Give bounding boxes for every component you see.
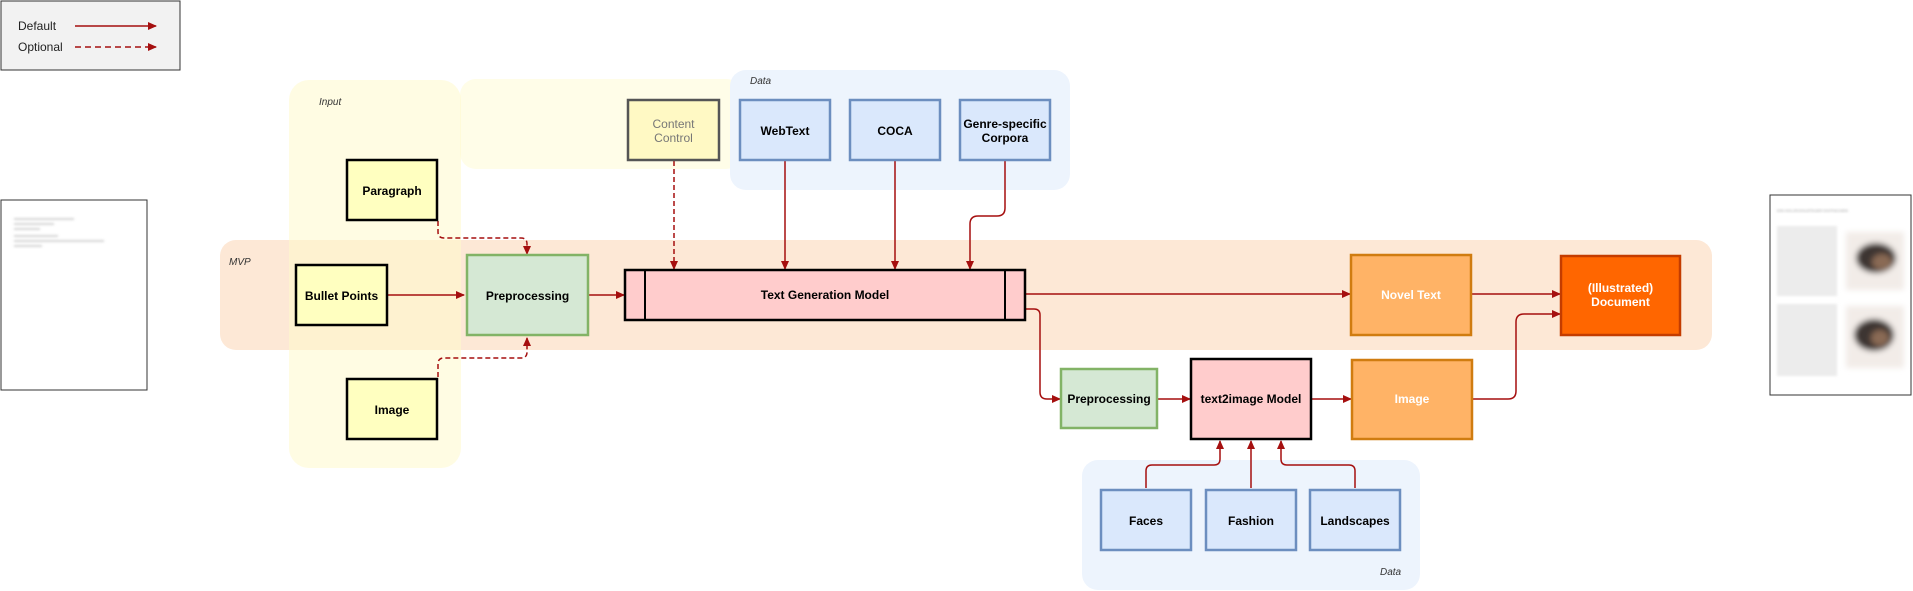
- edge-image-to-document: [1473, 310, 1561, 400]
- node-content-control-label-2: Control: [654, 131, 693, 145]
- edge-landscapes-to-t2i: [1277, 440, 1356, 488]
- node-coca-label: COCA: [877, 124, 913, 138]
- node-coca[interactable]: COCA: [848, 98, 942, 162]
- node-text2image-model[interactable]: text2image Model: [1189, 357, 1313, 441]
- node-landscapes[interactable]: Landscapes: [1308, 488, 1402, 552]
- input-document-page: [0, 199, 148, 391]
- output-document-thumbnail: EIN HOLZKOHLEFEUER ENTFACHEN: [1769, 194, 1912, 396]
- node-image-output-label: Image: [1395, 392, 1430, 406]
- node-preprocessing-main-label: Preprocessing: [486, 289, 569, 303]
- node-image-input[interactable]: Image: [345, 377, 439, 441]
- edge-genre-to-tgm: [966, 161, 1006, 270]
- node-webtext[interactable]: WebText: [738, 98, 832, 162]
- node-faces-label: Faces: [1129, 514, 1163, 528]
- mvp-region-label: MVP: [229, 257, 251, 268]
- node-bullet-points-label: Bullet Points: [305, 289, 379, 303]
- node-genre-corpora-label-2: Corpora: [982, 131, 1029, 145]
- node-fashion-label: Fashion: [1228, 514, 1274, 528]
- node-illustrated-document-label-1: (Illustrated): [1588, 281, 1653, 295]
- legend-default-label: Default: [18, 19, 57, 33]
- node-content-control-label-1: Content: [652, 117, 695, 131]
- node-landscapes-label: Landscapes: [1320, 514, 1390, 528]
- output-document-image-2: [1846, 306, 1904, 368]
- edges: [388, 161, 1561, 488]
- node-text2image-model-label: text2image Model: [1201, 392, 1302, 406]
- node-image-input-label: Image: [375, 403, 410, 417]
- node-preprocessing-image[interactable]: Preprocessing: [1059, 367, 1159, 430]
- output-document-text-block-1: [1777, 226, 1837, 296]
- legend: Default Optional: [0, 0, 181, 71]
- edge-image-to-preprocessing: [437, 337, 531, 377]
- node-illustrated-document[interactable]: (Illustrated) Document: [1559, 254, 1682, 337]
- output-document-text-block-2: [1777, 304, 1837, 376]
- edge-paragraph-to-preprocessing: [437, 221, 531, 255]
- node-image-output[interactable]: Image: [1350, 358, 1474, 441]
- input-region-label: Input: [319, 97, 342, 108]
- output-document-image-1: [1846, 232, 1904, 290]
- output-document-title: EIN HOLZKOHLEFEUER ENTFACHEN: [1777, 208, 1848, 213]
- edge-faces-to-t2i: [1145, 440, 1224, 488]
- node-genre-corpora[interactable]: Genre-specific Corpora: [958, 98, 1052, 162]
- data-region-top-label: Data: [750, 76, 772, 87]
- node-bullet-points[interactable]: Bullet Points: [294, 263, 389, 327]
- node-paragraph[interactable]: Paragraph: [345, 158, 439, 222]
- node-genre-corpora-label-1: Genre-specific: [963, 117, 1047, 131]
- edge-tgm-to-image-preprocessing: [1026, 308, 1061, 403]
- input-document-text-lines: [14, 218, 104, 247]
- node-preprocessing-main[interactable]: Preprocessing: [465, 253, 590, 337]
- legend-optional-label: Optional: [18, 40, 63, 54]
- node-text-generation-model[interactable]: Text Generation Model: [623, 268, 1027, 322]
- node-novel-text[interactable]: Novel Text: [1349, 253, 1473, 337]
- node-illustrated-document-label-2: Document: [1591, 295, 1650, 309]
- data-region-bottom-label: Data: [1380, 567, 1402, 578]
- node-text-generation-model-label: Text Generation Model: [761, 288, 889, 302]
- input-document-thumbnail: [0, 199, 148, 391]
- node-faces[interactable]: Faces: [1099, 488, 1193, 552]
- node-webtext-label: WebText: [761, 124, 810, 138]
- legend-box: [0, 0, 181, 71]
- node-fashion[interactable]: Fashion: [1204, 488, 1298, 552]
- node-paragraph-label: Paragraph: [362, 184, 421, 198]
- node-content-control[interactable]: Content Control: [626, 98, 721, 162]
- node-novel-text-label: Novel Text: [1381, 288, 1441, 302]
- node-preprocessing-image-label: Preprocessing: [1067, 392, 1150, 406]
